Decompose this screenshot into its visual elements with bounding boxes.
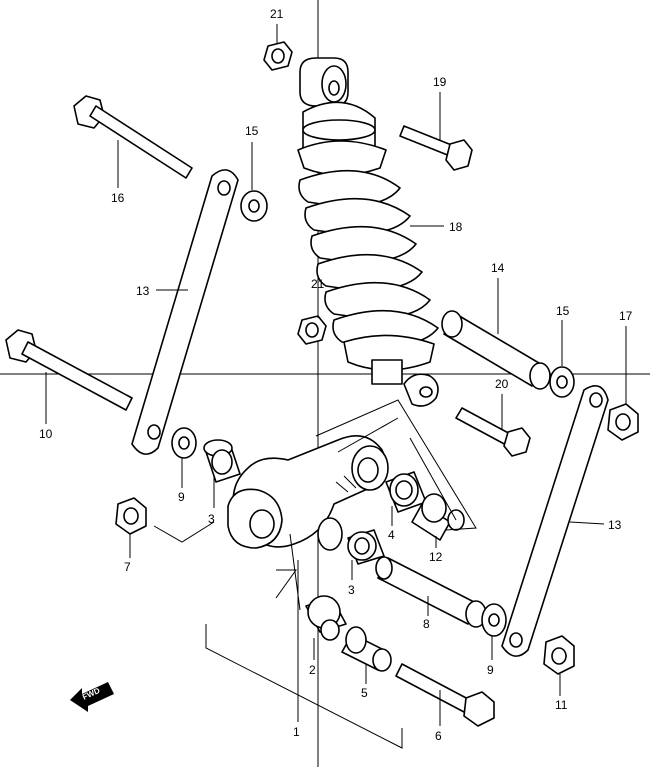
tie-rod-13-left bbox=[131, 169, 239, 455]
nut-21-mid bbox=[297, 315, 327, 345]
tie-rod-13-right bbox=[501, 384, 609, 657]
bearing-3-mid bbox=[347, 529, 385, 565]
bearing-4 bbox=[385, 471, 427, 513]
callout-14: 14 bbox=[491, 261, 505, 275]
nut-11 bbox=[543, 635, 575, 675]
nut-7 bbox=[115, 497, 147, 535]
bolt-6 bbox=[395, 663, 495, 727]
bolt-16 bbox=[73, 95, 193, 179]
callout-17: 17 bbox=[619, 309, 633, 323]
washer-15-left bbox=[240, 190, 268, 222]
cushion-lever bbox=[227, 434, 389, 549]
washer-9-right bbox=[481, 603, 507, 637]
spacer-8 bbox=[375, 556, 487, 628]
washer-9-left bbox=[171, 427, 197, 459]
callout-5: 5 bbox=[361, 686, 368, 700]
callout-20: 20 bbox=[495, 377, 509, 391]
callout-16: 16 bbox=[111, 191, 125, 205]
bolt-19 bbox=[399, 125, 473, 171]
shock-absorber bbox=[297, 57, 439, 407]
callout-19: 19 bbox=[433, 75, 447, 89]
callout-1: 1 bbox=[293, 725, 300, 739]
spacer-5 bbox=[341, 626, 392, 672]
callout-11: 11 bbox=[555, 698, 568, 712]
callout-7: 7 bbox=[124, 560, 131, 574]
callout-12: 12 bbox=[429, 550, 443, 564]
callout-9-left: 9 bbox=[178, 490, 185, 504]
nut-21-top bbox=[263, 41, 293, 71]
callout-4: 4 bbox=[388, 528, 395, 542]
bolt-20 bbox=[455, 407, 531, 457]
bearing-3-left bbox=[203, 439, 241, 483]
callout-3-mid: 3 bbox=[348, 583, 355, 597]
bearing-2 bbox=[305, 595, 347, 641]
callout-13-left: 13 bbox=[136, 284, 150, 298]
callout-15-left: 15 bbox=[245, 124, 259, 138]
callout-9-right: 9 bbox=[487, 663, 494, 677]
callout-8: 8 bbox=[423, 617, 430, 631]
nut-17 bbox=[607, 403, 639, 441]
callout-leaders bbox=[45, 24, 627, 726]
spacer-14 bbox=[441, 310, 551, 390]
callout-13-right: 13 bbox=[608, 518, 622, 532]
callout-3-left: 3 bbox=[208, 512, 215, 526]
bolt-10 bbox=[5, 329, 133, 411]
callout-21-top: 21 bbox=[270, 7, 284, 21]
callout-10: 10 bbox=[39, 427, 53, 441]
callout-numbers: 21 19 15 16 18 13 14 21 15 17 20 10 9 3 … bbox=[39, 7, 633, 743]
washer-15-right bbox=[549, 366, 575, 398]
callout-18: 18 bbox=[449, 220, 463, 234]
callout-21-mid: 21 bbox=[311, 277, 325, 291]
callout-6: 6 bbox=[435, 729, 442, 743]
callout-15-right: 15 bbox=[556, 304, 570, 318]
lever-side-washer bbox=[317, 517, 343, 551]
fwd-arrow-icon: FWD bbox=[70, 682, 114, 712]
callout-2: 2 bbox=[309, 663, 316, 677]
